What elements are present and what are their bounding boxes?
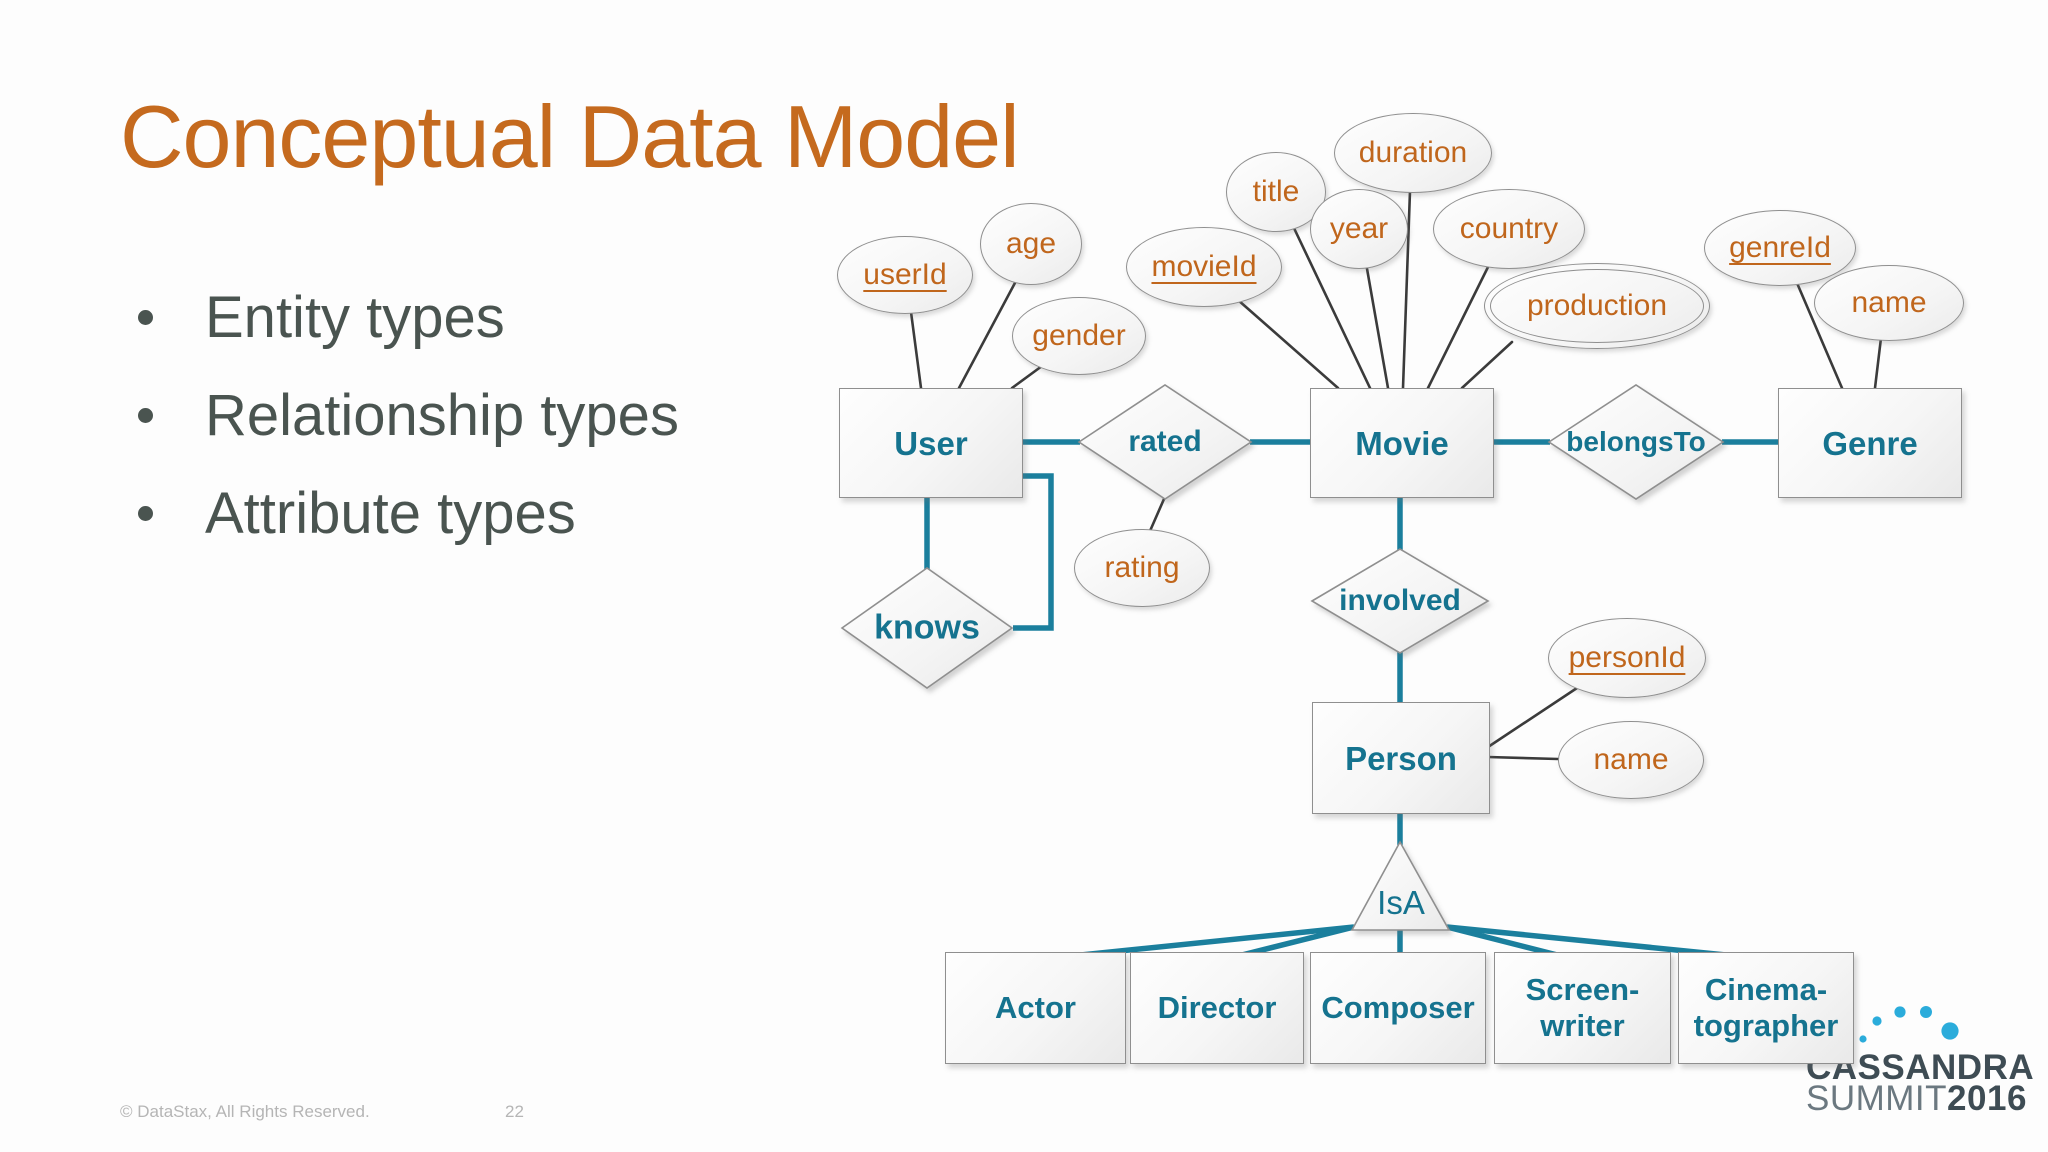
entity-label: Movie [1355,424,1449,462]
attribute-person-name: name [1558,721,1704,799]
entity-composer: Composer [1310,952,1486,1064]
attribute-country: country [1433,189,1585,269]
relationship-diamond-involved [1310,548,1490,654]
attribute-genreid: genreId [1704,210,1856,286]
attribute-gender: gender [1012,297,1146,375]
entity-label: User [894,424,968,462]
attribute-label: rating [1104,551,1180,584]
page-title: Conceptual Data Model [120,87,1020,186]
isa-triangle [1350,840,1451,931]
attribute-label: name [1851,286,1927,319]
cassandra-logo-dots-icon [1859,1006,1959,1043]
entity-actor: Actor [945,952,1126,1064]
logo-year-text: 2016 [1947,1079,2027,1118]
relationship-label-knows: knows [874,608,980,647]
entity-screenwriter: Screen-writer [1494,952,1671,1064]
relationship-diamond-belongsto [1547,384,1725,500]
entity-label: Actor [995,990,1076,1025]
relationship-connector-lines [924,439,1778,963]
bullet-item: Attribute types [138,478,679,548]
attribute-label: movieId [1151,250,1257,283]
bullet-icon [138,407,153,423]
bullet-item: Relationship types [138,380,679,450]
attribute-genre-name: name [1814,265,1964,341]
entity-label: Genre [1822,424,1918,462]
attribute-label: userId [863,258,947,291]
attribute-age: age [980,203,1082,285]
entity-label: Screen-writer [1525,972,1640,1043]
attribute-label: production [1526,289,1668,322]
attribute-label: duration [1358,136,1468,169]
entity-cinematographer: Cinema-tographer [1678,952,1854,1064]
attribute-rating: rating [1074,529,1210,607]
page-number: 22 [505,1102,524,1121]
entity-genre: Genre [1778,388,1962,498]
attribute-personid: personId [1548,618,1706,698]
bullet-icon [138,309,153,325]
logo-event-text: SUMMIT [1806,1079,1948,1118]
attribute-production: production [1484,263,1710,349]
entity-label: Person [1345,739,1457,777]
attribute-label: gender [1032,319,1126,352]
attribute-year: year [1310,189,1408,269]
entity-label: Director [1157,990,1277,1025]
attribute-userid: userId [837,236,973,314]
relationship-label-rated: rated [1128,425,1202,458]
attribute-label: year [1329,212,1389,245]
bullet-icon [138,505,153,521]
relationship-diamond-knows [840,567,1014,689]
entity-director: Director [1130,952,1304,1064]
entity-label: Cinema-tographer [1693,972,1839,1043]
footer-copyright: © DataStax, All Rights Reserved. [120,1102,370,1121]
bullet-text: Attribute types [205,480,576,546]
attribute-movieid: movieId [1126,227,1282,307]
attribute-label: personId [1568,641,1686,674]
relationship-label-belongsto: belongsTo [1566,426,1706,457]
attribute-duration: duration [1334,113,1492,193]
attribute-label: age [1005,227,1057,260]
entity-person: Person [1312,702,1490,814]
attribute-label: title [1252,175,1300,208]
isa-label: IsA [1377,884,1425,921]
multivalued-inner-ellipse: production [1490,269,1704,343]
attribute-connector-lines [909,189,1883,761]
entity-movie: Movie [1310,388,1494,498]
bullet-item: Entity types [138,282,679,352]
attribute-title: title [1226,152,1326,232]
attribute-label: genreId [1729,231,1831,264]
relationship-diamond-rated [1077,384,1253,500]
bullet-text: Entity types [205,284,505,350]
entity-user: User [839,388,1023,498]
entity-label: Composer [1321,990,1475,1025]
bullet-list: Entity types Relationship types Attribut… [138,282,679,576]
relationship-label-involved: involved [1339,584,1461,617]
bullet-text: Relationship types [205,382,679,448]
attribute-label: name [1593,743,1669,776]
attribute-label: country [1459,212,1559,245]
